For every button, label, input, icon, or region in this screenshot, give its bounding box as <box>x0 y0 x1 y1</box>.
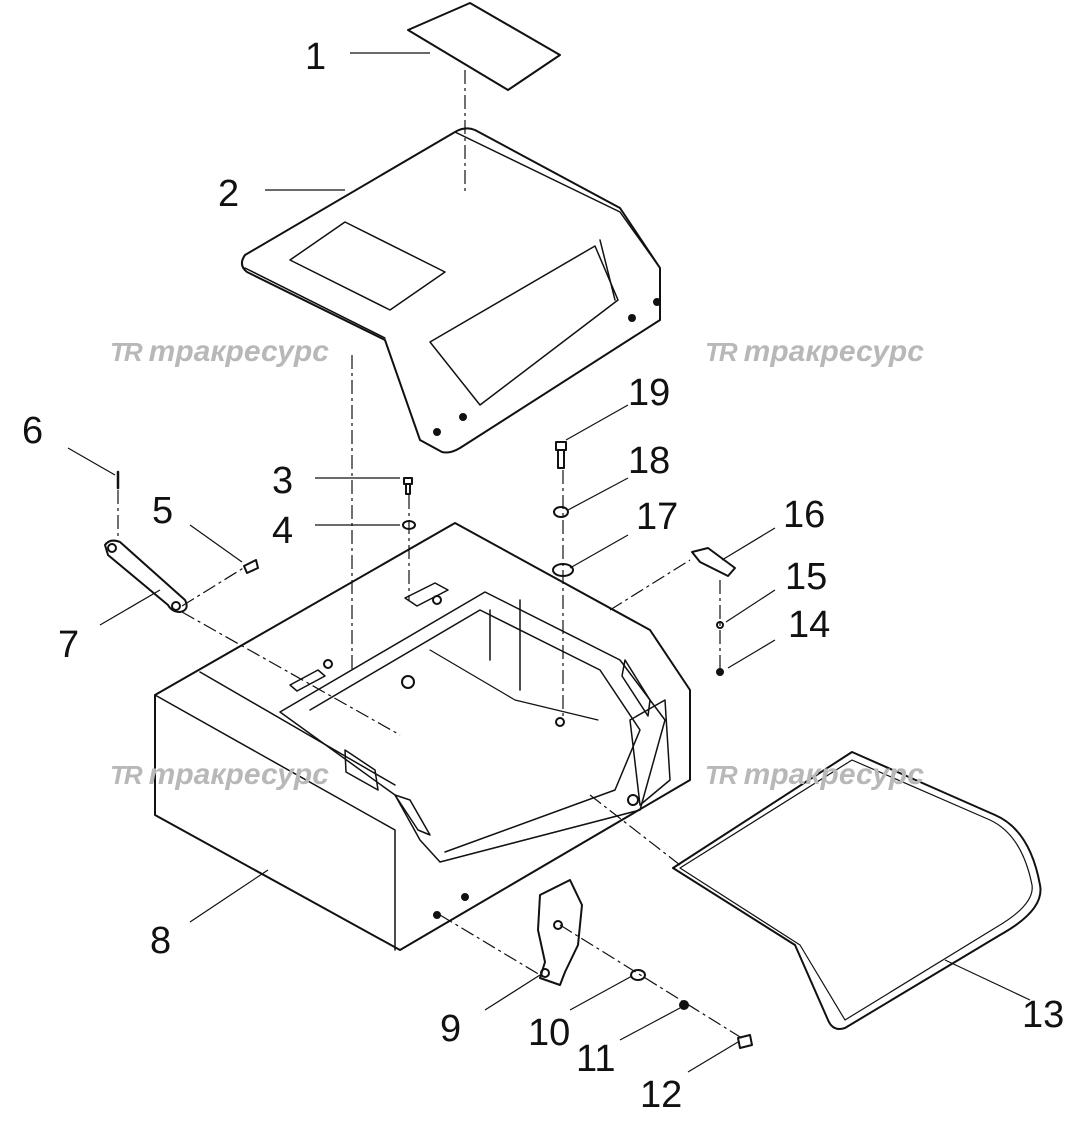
part-10-washer <box>630 969 646 981</box>
callout-9: 9 <box>440 1008 462 1050</box>
part-19-bolt <box>555 441 567 469</box>
part-16-handle <box>691 547 736 577</box>
callout-11: 11 <box>576 1038 616 1080</box>
part-11-nut <box>679 1000 689 1010</box>
part-9-hinge <box>537 879 583 986</box>
part-3-bolt <box>403 477 413 495</box>
callout-7: 7 <box>58 624 80 666</box>
callout-4: 4 <box>272 510 294 552</box>
part-1-label-plate <box>407 2 561 91</box>
callout-6: 6 <box>22 410 44 452</box>
part-8-base <box>154 522 691 951</box>
callout-1: 1 <box>305 36 327 78</box>
part-2-cover <box>241 127 661 454</box>
part-7-arm <box>104 539 188 613</box>
part-15-washer <box>716 621 724 629</box>
callout-16: 16 <box>783 494 826 536</box>
part-13-seal <box>672 751 1042 1030</box>
part-18-washer <box>553 506 569 518</box>
callout-15: 15 <box>785 556 828 598</box>
callout-12: 12 <box>640 1074 683 1116</box>
callout-18: 18 <box>628 440 671 482</box>
callout-3: 3 <box>272 460 294 502</box>
callout-10: 10 <box>528 1012 571 1054</box>
callout-17: 17 <box>636 496 679 538</box>
part-5-bushing <box>243 559 259 574</box>
part-14-nut <box>716 668 724 676</box>
leader-lines <box>67 52 1031 1073</box>
callout-14: 14 <box>788 604 831 646</box>
callout-13: 13 <box>1022 994 1065 1036</box>
callout-19: 19 <box>628 372 671 414</box>
part-12-screw <box>737 1034 753 1049</box>
callout-5: 5 <box>152 490 174 532</box>
assembly-lines <box>117 70 746 1041</box>
callout-8: 8 <box>150 920 172 962</box>
callout-2: 2 <box>218 173 240 215</box>
